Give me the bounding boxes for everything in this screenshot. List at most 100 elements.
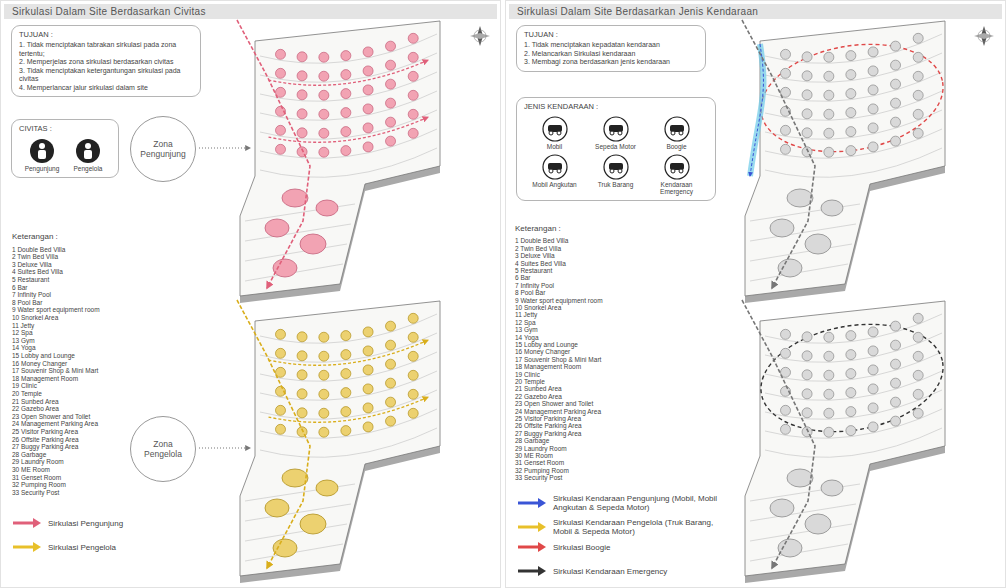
villa (363, 142, 373, 152)
villa (846, 127, 856, 137)
list-item: 4 Suites Bed Villa (12, 268, 63, 275)
villa (846, 89, 856, 99)
villa (408, 33, 418, 43)
site-ground (240, 301, 440, 576)
contour-line (245, 504, 351, 521)
legend-text: Sirkulasi Kendaraan Pengunjung (Mobil, M… (553, 494, 718, 512)
villa (297, 370, 307, 380)
villa (802, 52, 812, 62)
villa (297, 408, 307, 418)
list-item: 16 Money Changer (12, 360, 67, 367)
note-box: TUJUAN :1. Tidak menciptakan kepadatan k… (516, 25, 706, 72)
villa (386, 136, 396, 146)
icon-item: Mobil (524, 116, 585, 151)
villa (297, 52, 307, 62)
list-item: 28 Garbage (515, 437, 549, 444)
villa (363, 422, 373, 432)
goal-item: 3. Tidak menciptakan ketergantungan sirk… (19, 67, 193, 84)
list-item: 20 Temple (12, 390, 42, 397)
villa (408, 332, 418, 342)
contour-line (260, 34, 437, 63)
site-ground (745, 21, 945, 296)
list-item: 13 Gym (515, 326, 538, 333)
villa (341, 89, 351, 99)
villa (891, 397, 901, 407)
goal-item: 2. Melancarkan Sirkulasi kendaraan (524, 50, 698, 59)
list-item: 30 ME Room (12, 466, 50, 473)
villa (386, 98, 396, 108)
villa (341, 388, 351, 398)
villa (319, 109, 329, 119)
villa (408, 370, 418, 380)
villa (824, 351, 834, 361)
facility-building (300, 514, 326, 534)
villa (913, 90, 923, 100)
circulation-path (269, 60, 428, 85)
zone-pointer (199, 447, 250, 448)
facility-building (821, 200, 843, 216)
north-arrow (974, 26, 994, 46)
villa (846, 70, 856, 80)
box-heading: TUJUAN : (524, 30, 698, 40)
list-item: 5 Restaurant (12, 276, 49, 283)
villa (408, 389, 418, 399)
villa (824, 427, 834, 437)
list-item: 20 Temple (515, 378, 545, 385)
villa (297, 109, 307, 119)
facility-building (778, 259, 802, 277)
villa (386, 79, 396, 89)
facility-building (778, 539, 802, 557)
list-item: 22 Gazebo Area (515, 393, 562, 400)
villa (276, 424, 286, 434)
villa (781, 329, 791, 339)
villa (802, 109, 812, 119)
main-path (742, 300, 815, 568)
villa (846, 388, 856, 398)
list-item: 29 Laundry Room (12, 458, 64, 465)
contour-line (750, 504, 856, 521)
list-item: 33 Security Post (515, 474, 562, 481)
list-item: 8 Pool Bar (12, 299, 42, 306)
person-icon (75, 138, 101, 164)
villa (868, 85, 878, 95)
villa (363, 104, 373, 114)
villa (846, 108, 856, 118)
villa (913, 71, 923, 81)
list-item: 23 Open Shower and Toilet (515, 400, 593, 407)
villa (386, 416, 396, 426)
list-item: 11 Jetty (515, 311, 537, 318)
villa (319, 389, 329, 399)
list-item: 31 Genset Room (515, 459, 564, 466)
facility-building (265, 499, 289, 517)
villa (386, 321, 396, 331)
villa (891, 136, 901, 146)
villa (824, 52, 834, 62)
facility-building (770, 499, 794, 517)
list-item: 1 Double Bed Villa (12, 246, 65, 253)
goal-item: 4. Memperlancar jalur sirkulasi dalam si… (19, 84, 193, 93)
icon-label: Mobil Angkutan (532, 181, 576, 189)
note-box: TUJUAN :1. Tidak menciptakan tabrakan si… (11, 25, 201, 97)
icon-item: Pengelola (65, 138, 111, 173)
villa (341, 51, 351, 61)
list-item: 30 ME Room (515, 452, 553, 459)
villa (913, 389, 923, 399)
villa (913, 370, 923, 380)
vehicle-icon (542, 154, 568, 180)
villa (846, 146, 856, 156)
icon-label: Pengelola (74, 165, 103, 173)
villa (891, 117, 901, 127)
villa (913, 109, 923, 119)
villa (802, 389, 812, 399)
list-item: 12 Spa (515, 319, 536, 326)
villa (824, 147, 834, 157)
list-item: 4 Suites Bed Villa (515, 260, 566, 267)
list-item: 9 Water sport equipment room (12, 306, 100, 313)
villa (276, 68, 286, 78)
villa (386, 60, 396, 70)
villa (802, 351, 812, 361)
villa (802, 370, 812, 380)
icon-row: PengunjungPengelola (19, 135, 111, 173)
villa (341, 331, 351, 341)
site-ground (745, 301, 945, 576)
